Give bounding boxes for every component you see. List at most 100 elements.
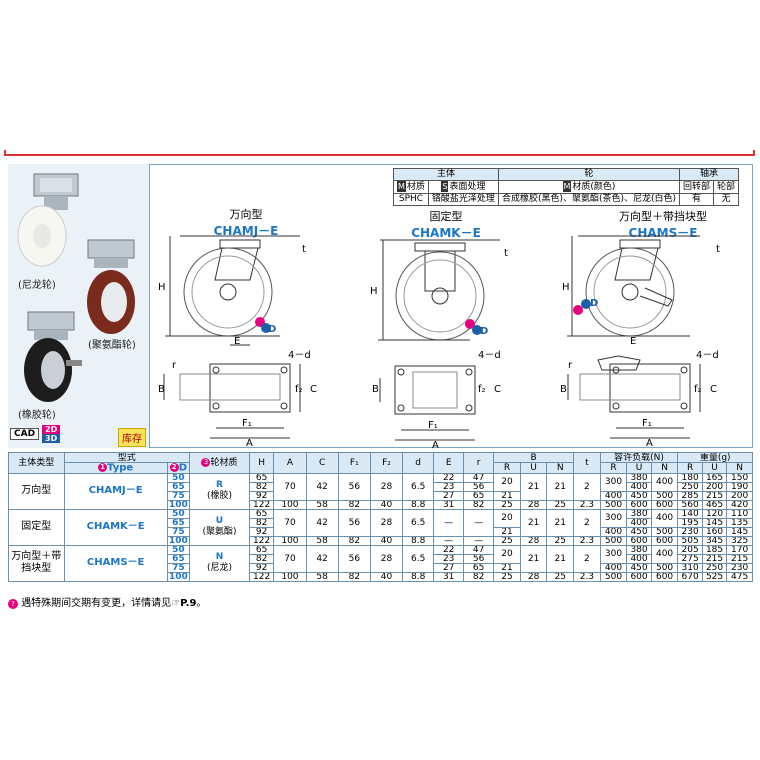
h-cell: 82 [248,481,275,492]
load-u-cell: 380 [626,544,652,555]
dim-D-2: D [480,326,488,337]
b-r-cell: 21 [493,526,521,537]
h-cell: 82 [248,517,275,528]
d-cell: 8.8 [402,535,435,546]
load-u-cell: 450 [626,490,652,501]
dim-d-1: 4－d [288,350,311,361]
dim-t-1: t [302,244,306,255]
weight-cell: 670 [677,571,703,582]
dim-F1-3: F₁ [642,418,652,429]
h-cell: 65 [248,508,275,519]
load-u-cell: 400 [626,553,652,564]
load-u-cell: 400 [626,481,652,492]
d-cell: 50 [166,544,190,555]
body-type-cell: 固定型 [8,508,65,546]
t-cell: 2 [573,544,601,573]
weight-cell: 310 [677,562,703,573]
e-cell: 22 [433,544,465,555]
t-cell: 2 [573,472,601,501]
d-cell: 65 [166,481,190,492]
dim-C-1: C [310,384,317,395]
load-r-cell: 300 [599,508,628,528]
h-cell: 92 [248,526,275,537]
photo-label-nylon: (尼龙轮) [18,280,56,291]
swivel-brake-side-view [567,235,700,337]
b-r-cell: 25 [493,499,521,510]
body-type-cell: 万向型＋带挡块型 [8,544,65,582]
load-n-cell: 400 [650,544,679,564]
d-cell: 6.5 [402,544,435,573]
d-cell: 75 [166,526,190,537]
col-B: B [493,452,575,463]
load-u-cell: 400 [626,517,652,528]
weight-cell: 180 [677,472,703,483]
d-cell: 6.5 [402,472,435,501]
load-u-cell: 450 [626,562,652,573]
b-u-cell: 28 [519,535,548,546]
dim-A-3: A [646,438,653,449]
d-cell: 100 [166,571,190,582]
weight-cell: 110 [726,508,753,519]
r-cell: 56 [463,553,495,564]
load-n-cell: 400 [650,508,679,528]
col-load-U: U [626,462,652,474]
dim-d-2: 4－d [478,350,501,361]
d-cell: 65 [166,553,190,564]
cad-3d-badge[interactable]: 3D [42,434,61,443]
a-cell: 100 [273,535,307,546]
swivel-brake-top-view [567,355,701,439]
weight-cell: 275 [677,553,703,564]
weight-cell: 190 [726,481,753,492]
col-load: 容许负载(N) [599,452,679,463]
e-cell: 22 [433,472,465,483]
load-n-cell: 400 [650,472,679,492]
dim-F2-3: f₂ [694,384,702,395]
swivel-side-view [165,235,300,346]
note-end: 。 [196,598,207,609]
mat-val-wheel-material: 合成橡胶(黑色)、聚氨酯(茶色)、尼龙(白色) [497,193,681,206]
col-F1: F₁ [337,452,371,474]
h-cell: 65 [248,544,275,555]
nylon-caster-image [17,173,79,267]
b-n-cell: 21 [546,508,575,537]
header-rule [4,150,755,156]
r-cell: 82 [463,499,495,510]
d-cell: 100 [166,535,190,546]
f2-cell: 28 [369,508,404,537]
b-r-cell: 21 [493,490,521,501]
load-n-cell: 500 [650,490,679,501]
weight-cell: 465 [701,499,728,510]
dim-B-2: B [372,384,379,395]
weight-cell: 230 [726,562,753,573]
note-text: 遇特殊期间交期有变更，详情请见 [21,598,172,609]
b-r-cell: 20 [493,472,521,492]
weight-cell: 420 [726,499,753,510]
f2-cell: 28 [369,472,404,501]
b-r-cell: 25 [493,571,521,582]
d-cell: 100 [166,499,190,510]
wheel-name: (橡胶) [206,491,232,501]
r-cell: — [463,508,495,537]
f2-cell: 40 [369,499,404,510]
weight-cell: 215 [701,490,728,501]
col-F2: F₂ [369,452,404,474]
weight-cell: 560 [677,499,703,510]
swivel-top-view [163,363,301,439]
h-cell: 92 [248,562,275,573]
h-cell: 122 [248,571,275,582]
load-n-cell: 500 [650,562,679,573]
type-cell: CHAMS－E [63,544,168,582]
weight-cell: 525 [701,571,728,582]
c-cell: 42 [305,508,339,537]
load-r-cell: 500 [599,535,628,546]
type-cell: CHAMJ－E [63,472,168,510]
dim-C-2: C [494,384,501,395]
dim-F1-1: F₁ [242,418,252,429]
note-page-link[interactable]: ☞P.9 [171,598,197,609]
cad-2d-badge[interactable]: 2D [42,425,61,434]
d-cell: 65 [166,517,190,528]
cad-badge[interactable]: CAD 2D 3D [10,425,61,443]
